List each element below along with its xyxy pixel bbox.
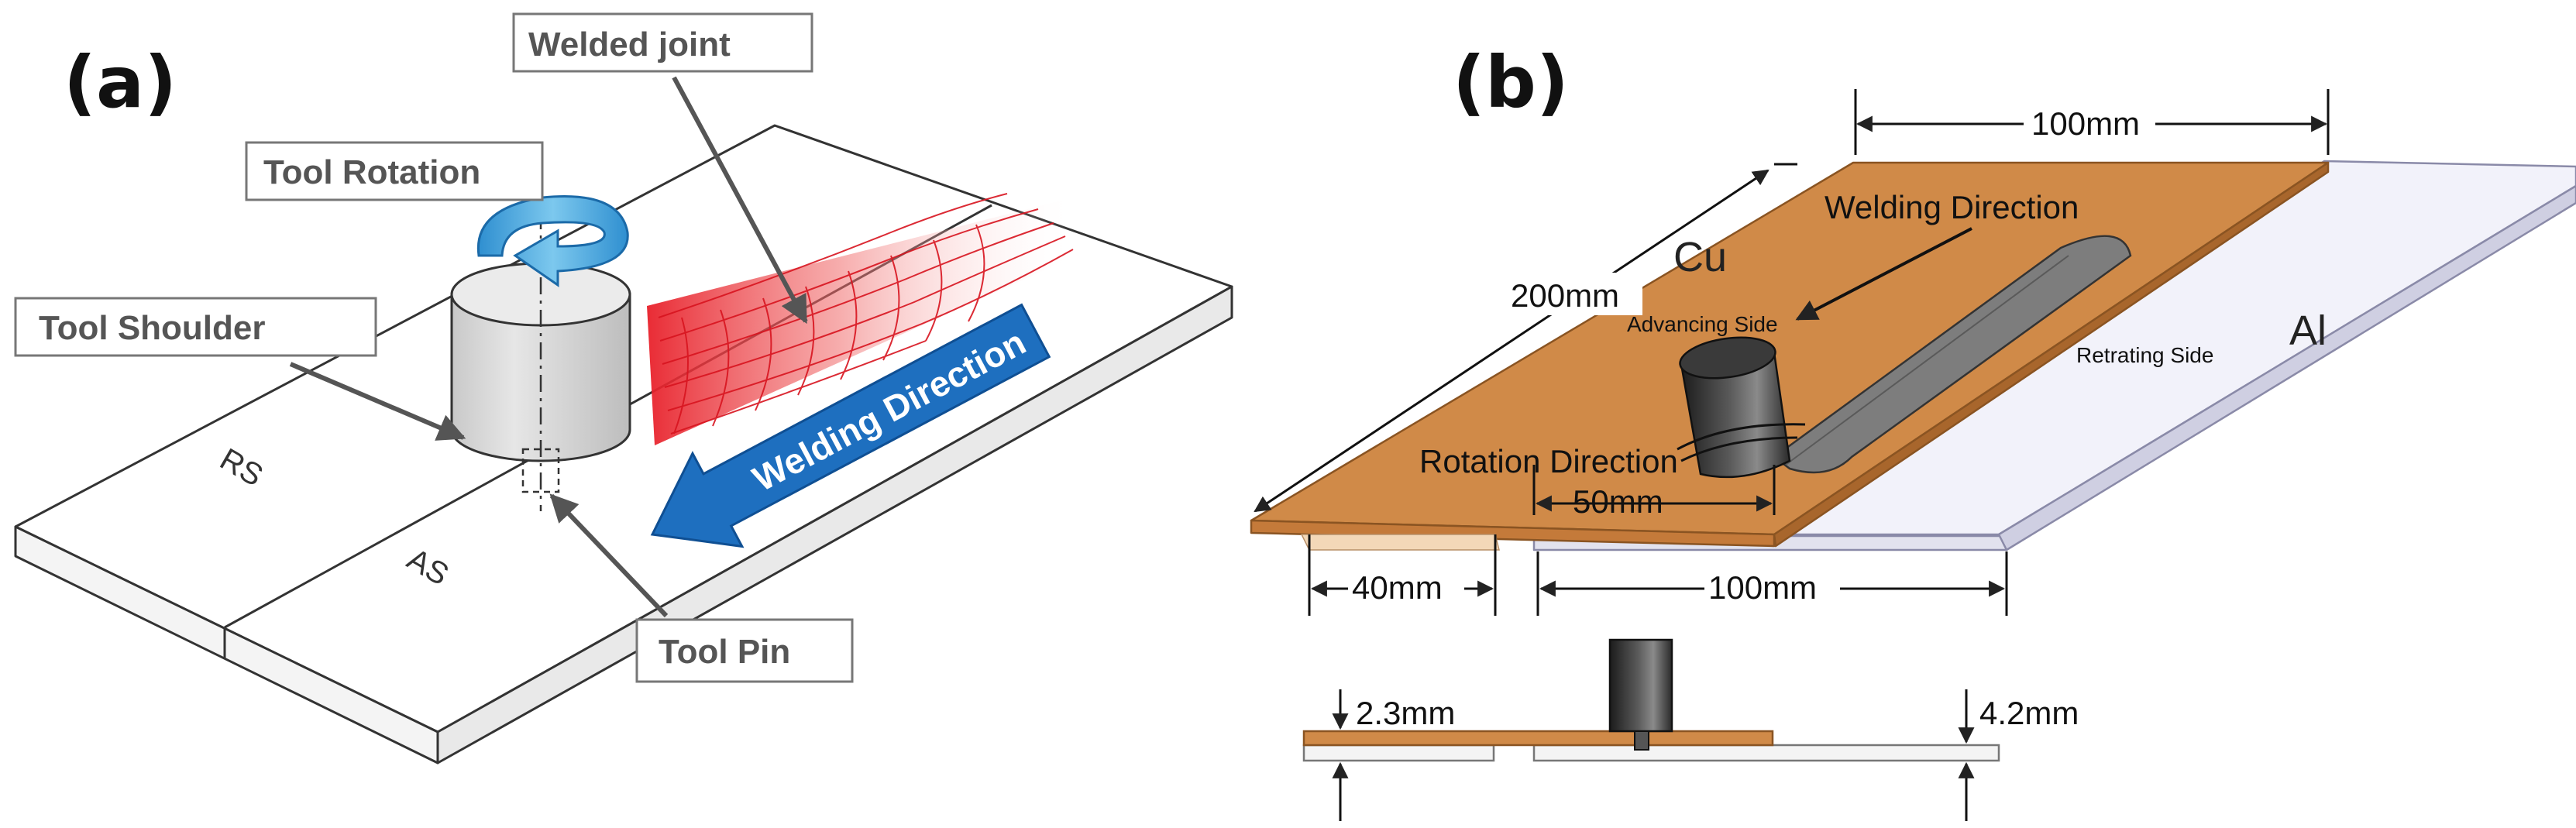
overlap-strip: [1300, 534, 1500, 551]
section-tool-shoulder: [1608, 638, 1673, 733]
section-al-right: [1532, 744, 2000, 762]
aluminum-label: Al: [2289, 307, 2327, 354]
callout-welded-joint: Welded joint: [512, 12, 813, 325]
callout-tool-shoulder-text: Tool Shoulder: [39, 309, 266, 347]
copper-label: Cu: [1673, 234, 1727, 280]
callout-tool-pin-text: Tool Pin: [659, 633, 790, 671]
welding-direction-b-arrow: [1795, 227, 1972, 321]
section-cu: [1302, 730, 1774, 747]
tool: [450, 147, 631, 511]
panel-b: (b) Cu Al Welding Direction: [1250, 41, 2576, 821]
dim-top-bg: [2024, 101, 2155, 143]
rotation-direction-label: Rotation Direction: [1419, 443, 1678, 479]
welding-direction-b-label: Welding Direction: [1825, 189, 2079, 225]
callout-tool-pin: Tool Pin: [549, 493, 854, 683]
dim-thick-al-text: 4.2mm: [1979, 695, 2079, 731]
dim-length-bg: [1507, 273, 1642, 315]
advancing-side-b-label: Advancing Side: [1627, 312, 1778, 336]
callout-tool-shoulder: Tool Shoulder: [14, 297, 466, 441]
dim-thick-cu-text: 2.3mm: [1356, 695, 1455, 731]
dim-right-width-text: 100mm: [1708, 569, 1817, 606]
panel-b-label: (b): [1453, 41, 1569, 124]
weld-bead: [647, 193, 1077, 445]
section-tool-pin: [1634, 730, 1649, 751]
panel-a-label: (a): [64, 41, 177, 124]
callout-welded-joint-text: Welded joint: [528, 26, 731, 64]
weld-groove: [1772, 235, 2132, 474]
dim-top-width-text: 100mm: [2031, 105, 2140, 142]
panel-a: (a): [14, 12, 1233, 764]
callout-tool-rotation-text: Tool Rotation: [263, 153, 480, 191]
dim-left-width-text: 40mm: [1352, 569, 1443, 606]
callout-tool-rotation: Tool Rotation: [245, 141, 544, 201]
block-arrow-icon: [650, 303, 1051, 548]
dim-tool-offset-text: 50mm: [1573, 483, 1663, 520]
dim-length-text: 200mm: [1511, 277, 1619, 314]
tool-pin: [521, 448, 560, 493]
retreating-side-b-label: Retrating Side: [2076, 343, 2213, 367]
dim-tool-offset: [1532, 465, 1776, 515]
section-al-left: [1302, 744, 1495, 762]
cross-section: [1302, 638, 2000, 762]
dim-length: [1254, 163, 1797, 513]
